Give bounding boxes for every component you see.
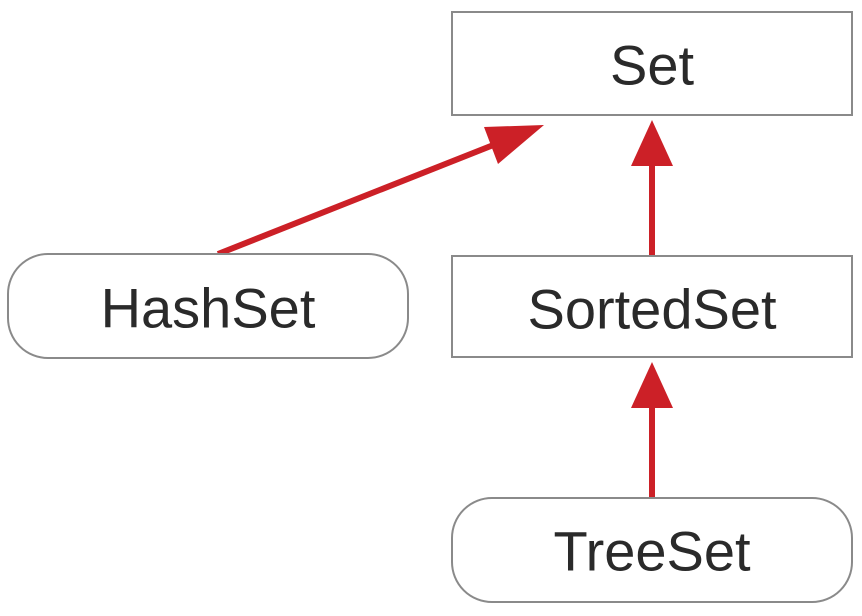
node-set-label: Set: [610, 34, 694, 97]
node-hashset: HashSet: [7, 253, 409, 359]
arrowhead: [631, 362, 673, 408]
node-treeset-label: TreeSet: [553, 520, 751, 583]
edge-hashset-to-set: [216, 125, 544, 257]
node-sortedset-box: [451, 255, 853, 358]
node-sortedset-label: SortedSet: [527, 278, 776, 341]
node-set: Set: [451, 11, 853, 116]
edge-treeset-to-sortedset: [631, 362, 673, 498]
edge-sortedset-to-set: [631, 120, 673, 256]
arrowhead: [631, 120, 673, 166]
arrowhead: [484, 125, 544, 164]
node-sortedset: SortedSet: [451, 255, 853, 358]
node-treeset-box: [451, 497, 853, 603]
node-treeset: TreeSet: [451, 497, 853, 603]
node-set-box: [451, 11, 853, 116]
node-hashset-box: [7, 253, 409, 359]
node-hashset-label: HashSet: [101, 277, 316, 340]
